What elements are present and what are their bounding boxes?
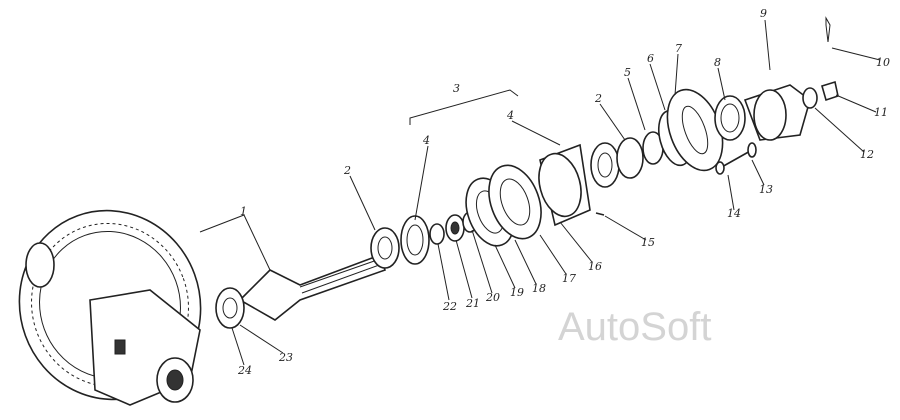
callout-12: 12 xyxy=(860,148,874,161)
callout-10: 10 xyxy=(876,56,890,69)
differential-ring-gear xyxy=(18,209,202,406)
callout-22: 22 xyxy=(442,300,457,313)
callout-3: 3 xyxy=(453,82,460,95)
callout-labels: 1 2 2 3 4 4 5 6 7 8 9 10 11 12 13 14 15 … xyxy=(237,7,890,377)
callout-17: 17 xyxy=(562,272,576,285)
drive-pinion xyxy=(215,253,387,329)
callout-9: 9 xyxy=(760,7,767,20)
callout-16: 16 xyxy=(588,260,602,273)
callout-4: 4 xyxy=(422,134,430,147)
callout-4b: 4 xyxy=(506,109,514,122)
callout-15: 15 xyxy=(641,236,655,249)
callout-19: 19 xyxy=(510,286,524,299)
bearings xyxy=(370,16,839,269)
callout-7: 7 xyxy=(675,42,682,55)
watermark: AutoSoft xyxy=(558,305,711,349)
callout-1: 1 xyxy=(240,205,247,218)
callout-6: 6 xyxy=(647,52,654,65)
callout-23: 23 xyxy=(278,351,293,364)
callout-21: 21 xyxy=(465,297,480,310)
callout-14: 14 xyxy=(727,207,741,220)
callout-8: 8 xyxy=(714,56,721,69)
callout-11: 11 xyxy=(874,106,888,119)
callout-24: 24 xyxy=(237,364,252,377)
callout-5: 5 xyxy=(624,66,631,79)
callout-18: 18 xyxy=(532,282,546,295)
callout-2: 2 xyxy=(343,164,351,177)
leader-lines xyxy=(199,19,881,366)
callout-13: 13 xyxy=(759,183,773,196)
callout-20: 20 xyxy=(485,291,500,304)
callout-2b: 2 xyxy=(594,92,602,105)
